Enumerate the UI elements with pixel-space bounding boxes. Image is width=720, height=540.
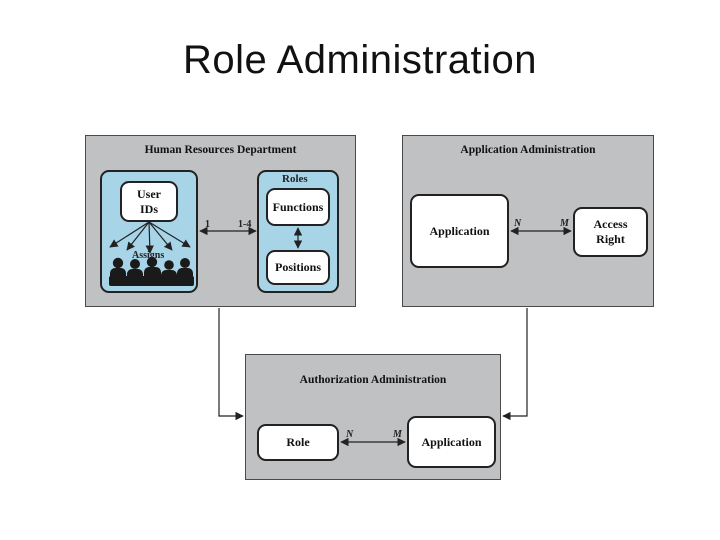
role-box: Role bbox=[257, 424, 339, 461]
application-box-top: Application bbox=[410, 194, 509, 268]
functions-box: Functions bbox=[266, 188, 330, 226]
hr-to-authorization-arrow bbox=[218, 308, 244, 421]
cardinality-m-auth: M bbox=[393, 429, 402, 440]
application-box-bottom: Application bbox=[407, 416, 496, 468]
cardinality-n-app: N bbox=[514, 218, 522, 229]
app-to-authorization-arrow bbox=[502, 308, 528, 421]
assigns-label: Assigns bbox=[132, 250, 165, 261]
cardinality-1: 1 bbox=[205, 219, 210, 230]
authorization-administration-title: Authorization Administration bbox=[299, 374, 447, 386]
cardinality-m-app: M bbox=[560, 218, 569, 229]
user-ids-box: User IDs bbox=[120, 181, 178, 222]
application-label-top: Application bbox=[429, 223, 490, 238]
application-label-bottom: Application bbox=[421, 434, 482, 449]
access-right-box: Access Right bbox=[573, 207, 648, 257]
slide-title: Role Administration bbox=[182, 38, 538, 82]
roles-title: Roles bbox=[282, 173, 308, 185]
role-label: Role bbox=[286, 435, 310, 449]
cardinality-n-auth: N bbox=[346, 429, 354, 440]
positions-label: Positions bbox=[274, 260, 321, 274]
positions-box: Positions bbox=[266, 250, 330, 285]
functions-label: Functions bbox=[272, 199, 324, 214]
hr-department-title: Human Resources Department bbox=[144, 144, 297, 156]
user-ids-label: User IDs bbox=[137, 186, 161, 216]
access-right-label: Access Right bbox=[593, 217, 628, 246]
application-administration-title: Application Administration bbox=[460, 144, 596, 156]
cardinality-1-4: 1-4 bbox=[238, 219, 252, 230]
